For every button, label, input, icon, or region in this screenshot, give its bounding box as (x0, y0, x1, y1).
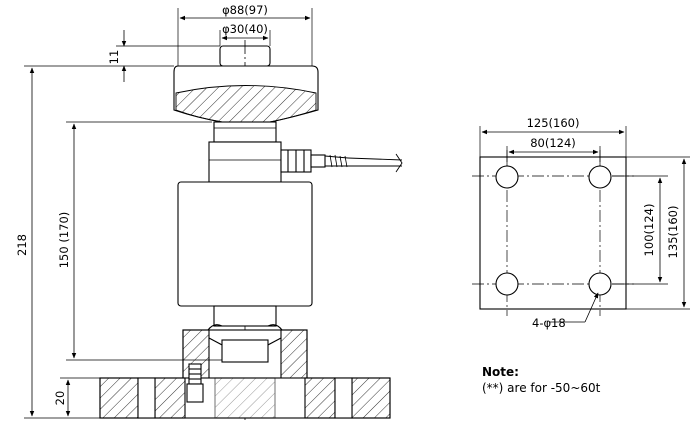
hole-top-right (588, 165, 612, 189)
dim-hole-spacing-x: 80(124) (530, 136, 576, 150)
cable-gland (280, 149, 403, 173)
dim-top-inner-diameter: φ30(40) (222, 22, 268, 36)
main-body (177, 181, 313, 307)
dim-body-height: 150 (170) (57, 212, 71, 269)
dim-total-height: 218 (15, 234, 29, 256)
hole-top-left (495, 165, 519, 189)
plate-view (472, 126, 690, 323)
hole-bottom-right (588, 272, 612, 296)
bolt (186, 363, 204, 403)
connector-housing (208, 141, 282, 183)
lower-neck (213, 305, 277, 327)
upper-neck (213, 121, 277, 143)
dim-hole-spacing-y: 100(124) (642, 204, 656, 257)
top-cap-hatch (175, 85, 317, 123)
dim-cap-height: 11 (107, 50, 121, 65)
dim-top-outer-diameter: φ88(97) (222, 3, 268, 17)
note-text: (**) are for -50~60t (482, 381, 601, 395)
dim-plate-height: 135(160) (666, 206, 680, 259)
note-title: Note: (482, 365, 519, 379)
hole-bottom-left (495, 272, 519, 296)
dim-base-height: 20 (53, 391, 67, 406)
dim-holes-callout: 4-φ18 (532, 316, 566, 330)
dim-plate-width: 125(160) (527, 116, 580, 130)
side-view (24, 8, 403, 420)
